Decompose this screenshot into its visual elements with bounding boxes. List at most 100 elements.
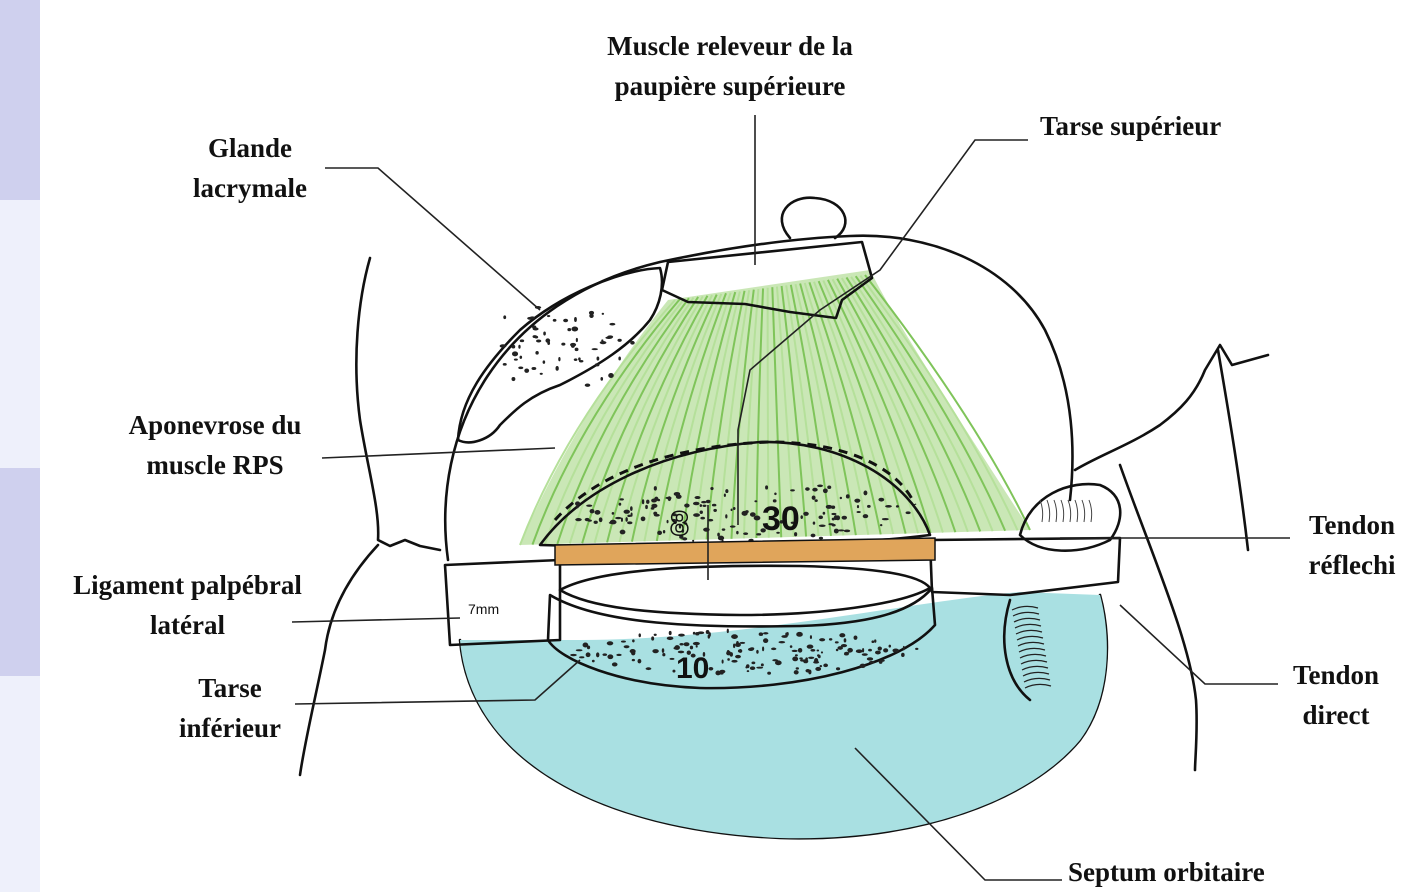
tarsus-speck — [756, 533, 761, 535]
gland-speck — [503, 315, 506, 319]
tarsus-speck — [800, 659, 805, 661]
tarsus-speck — [817, 484, 823, 487]
gland-speck — [518, 367, 523, 370]
gland-speck — [535, 351, 538, 355]
tarsus-speck — [595, 510, 601, 515]
tarsus-speck — [588, 520, 592, 522]
label-muscle-releveur-line2: paupière supérieure — [560, 66, 900, 106]
tarsus-speck — [727, 629, 729, 633]
tarsus-speck — [662, 653, 665, 656]
label-tendon-direct: Tendon direct — [1276, 655, 1396, 735]
label-tendon-reflechi-line2: réflechi — [1292, 545, 1412, 585]
tarsus-speck — [616, 654, 621, 656]
tarsus-speck — [639, 633, 641, 637]
tarsus-speck — [906, 511, 911, 514]
gland-speck — [558, 357, 560, 361]
tarsus-speck — [763, 632, 768, 634]
tarsus-speck — [818, 516, 822, 520]
tarsus-speck — [781, 635, 787, 638]
tarsus-speck — [834, 515, 838, 520]
tarsus-speck — [892, 648, 899, 652]
tarsus-speck — [754, 500, 757, 502]
gland-speck — [500, 344, 507, 348]
gland-speck — [608, 373, 614, 378]
tarsus-speck — [727, 650, 730, 654]
tarsus-speck — [847, 648, 853, 653]
tarsus-speck — [750, 512, 756, 517]
orbit-bone-left — [300, 258, 440, 775]
tarsus-speck — [813, 522, 816, 525]
tarsus-speck — [787, 632, 789, 636]
tarsus-speck — [845, 652, 848, 656]
tarsus-speck — [747, 670, 750, 672]
tarsus-speck — [706, 500, 711, 503]
septum-fill — [460, 592, 1107, 838]
lower-tarsus-mark: 10 — [676, 652, 709, 685]
label-muscle-releveur-line1: Muscle releveur de la — [560, 26, 900, 66]
tarsus-speck — [854, 635, 858, 639]
tarsus-speck — [815, 667, 821, 671]
tarsus-speck — [813, 661, 819, 664]
gland-speck — [574, 317, 577, 322]
tarsus-speck — [693, 632, 696, 635]
tarsus-speck — [771, 648, 776, 651]
tarsus-speck — [724, 493, 726, 496]
tarsus-speck — [670, 658, 675, 660]
tarsus-speck — [860, 664, 866, 668]
tarsus-speck — [800, 515, 802, 519]
tarsus-speck — [743, 532, 748, 535]
tarsus-speck — [690, 646, 693, 650]
gland-speck — [530, 316, 535, 319]
tarsus-speck — [871, 640, 874, 643]
gland-speck — [556, 366, 559, 371]
tarsus-speck — [679, 643, 683, 646]
tarsus-speck — [722, 660, 724, 664]
tarsus-speck — [619, 498, 623, 500]
tarsus-speck — [792, 650, 798, 652]
tarsus-speck — [695, 496, 701, 499]
gland-speck — [578, 357, 581, 360]
tarsus-speck — [880, 524, 882, 526]
label-tendon-reflechi-line1: Tendon — [1292, 505, 1412, 545]
tarsus-speck — [592, 660, 595, 663]
tarsus-speck — [823, 512, 826, 515]
leader-tendon-direct — [1120, 605, 1278, 684]
gland-speck — [540, 373, 543, 375]
tarsus-speck — [756, 667, 763, 669]
tarsus-speck — [575, 501, 580, 505]
ligament-length-mark: 7mm — [468, 601, 499, 617]
tarsus-speck — [762, 646, 764, 651]
tarsus-speck — [794, 670, 799, 674]
gland-speck — [547, 315, 550, 317]
tarsus-speck — [835, 641, 839, 643]
tarsus-speck — [842, 516, 847, 520]
tarsus-speck — [799, 657, 803, 659]
tarsus-speck — [654, 486, 657, 490]
gland-speck — [607, 335, 613, 338]
tarsus-speck — [875, 651, 881, 655]
tarsus-speck — [751, 661, 755, 664]
tarsus-speck — [839, 633, 845, 637]
gland-speck — [601, 339, 603, 341]
tarsus-speck — [854, 499, 860, 503]
upper-tarsus-mark-ghost: 8 — [670, 505, 689, 543]
tarsus-speck — [778, 641, 785, 643]
tarsus-speck — [878, 498, 884, 502]
tarsus-speck — [599, 517, 603, 522]
tarsus-speck — [759, 632, 763, 636]
tarsus-speck — [745, 510, 749, 513]
tarsus-speck — [811, 534, 816, 538]
tarsus-speck — [915, 648, 918, 650]
gland-speck — [609, 323, 615, 326]
gland-speck — [595, 363, 600, 366]
tarsus-speck — [731, 634, 738, 639]
tarsus-speck — [736, 531, 738, 534]
tarsus-speck — [646, 500, 649, 504]
gland-speck — [567, 328, 571, 331]
gland-speck — [503, 363, 507, 366]
tarsus-speck — [709, 632, 711, 637]
tarsus-speck — [702, 505, 706, 507]
tarsus-speck — [609, 522, 615, 524]
tarsus-speck — [856, 649, 863, 653]
leader-glande — [325, 168, 540, 310]
